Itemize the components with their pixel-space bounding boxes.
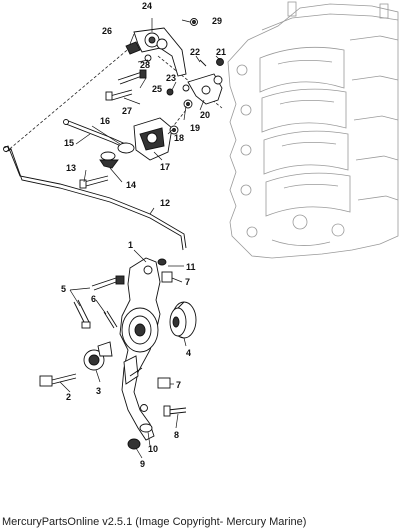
callout-19: 19 xyxy=(190,123,200,133)
callout-12: 12 xyxy=(160,198,170,208)
callout-7-upper: 7 xyxy=(185,277,190,287)
roller xyxy=(169,301,197,339)
callout-21: 21 xyxy=(216,47,226,57)
leader-lines xyxy=(59,18,221,459)
callout-13: 13 xyxy=(66,163,76,173)
callout-1: 1 xyxy=(128,240,133,250)
spacer xyxy=(83,341,113,371)
throttle-lever-arm xyxy=(119,257,161,441)
small-hardware xyxy=(127,258,187,450)
callout-24: 24 xyxy=(142,1,152,11)
engine-block xyxy=(227,1,399,259)
callout-15: 15 xyxy=(64,138,74,148)
callout-9: 9 xyxy=(140,459,145,469)
exploded-parts-diagram: 1 2 3 4 5 6 7 7 8 9 10 11 12 13 14 15 16… xyxy=(3,1,399,469)
throttle-sensor-assembly xyxy=(79,117,179,189)
callout-11: 11 xyxy=(186,262,196,272)
callout-2: 2 xyxy=(66,392,71,402)
callout-23: 23 xyxy=(166,73,176,83)
callout-28: 28 xyxy=(140,60,150,70)
callout-29: 29 xyxy=(212,16,222,26)
bolts-upper xyxy=(105,69,147,101)
callout-3: 3 xyxy=(96,386,101,396)
link-rod xyxy=(3,145,187,251)
callout-17: 17 xyxy=(160,162,170,172)
callout-20: 20 xyxy=(200,110,210,120)
callout-8: 8 xyxy=(174,430,179,440)
throttle-bracket-assembly xyxy=(125,18,198,77)
copyright-footer: MercuryPartsOnline v2.5.1 (Image Copyrig… xyxy=(2,516,307,528)
callout-14: 14 xyxy=(126,180,136,190)
bolts-lower xyxy=(39,275,125,387)
callout-18: 18 xyxy=(174,133,184,143)
callout-22: 22 xyxy=(190,47,200,57)
callout-5: 5 xyxy=(61,284,66,294)
callout-25: 25 xyxy=(152,84,162,94)
callout-7-lower: 7 xyxy=(176,380,181,390)
callout-16: 16 xyxy=(100,116,110,126)
callout-27: 27 xyxy=(122,106,132,116)
callout-4: 4 xyxy=(186,348,191,358)
throttle-arm-assembly xyxy=(166,58,224,109)
callout-26: 26 xyxy=(102,26,112,36)
callout-10: 10 xyxy=(148,444,158,454)
callout-6: 6 xyxy=(91,294,96,304)
callout-labels: 1 2 3 4 5 6 7 7 8 9 10 11 12 13 14 15 16… xyxy=(61,1,226,469)
